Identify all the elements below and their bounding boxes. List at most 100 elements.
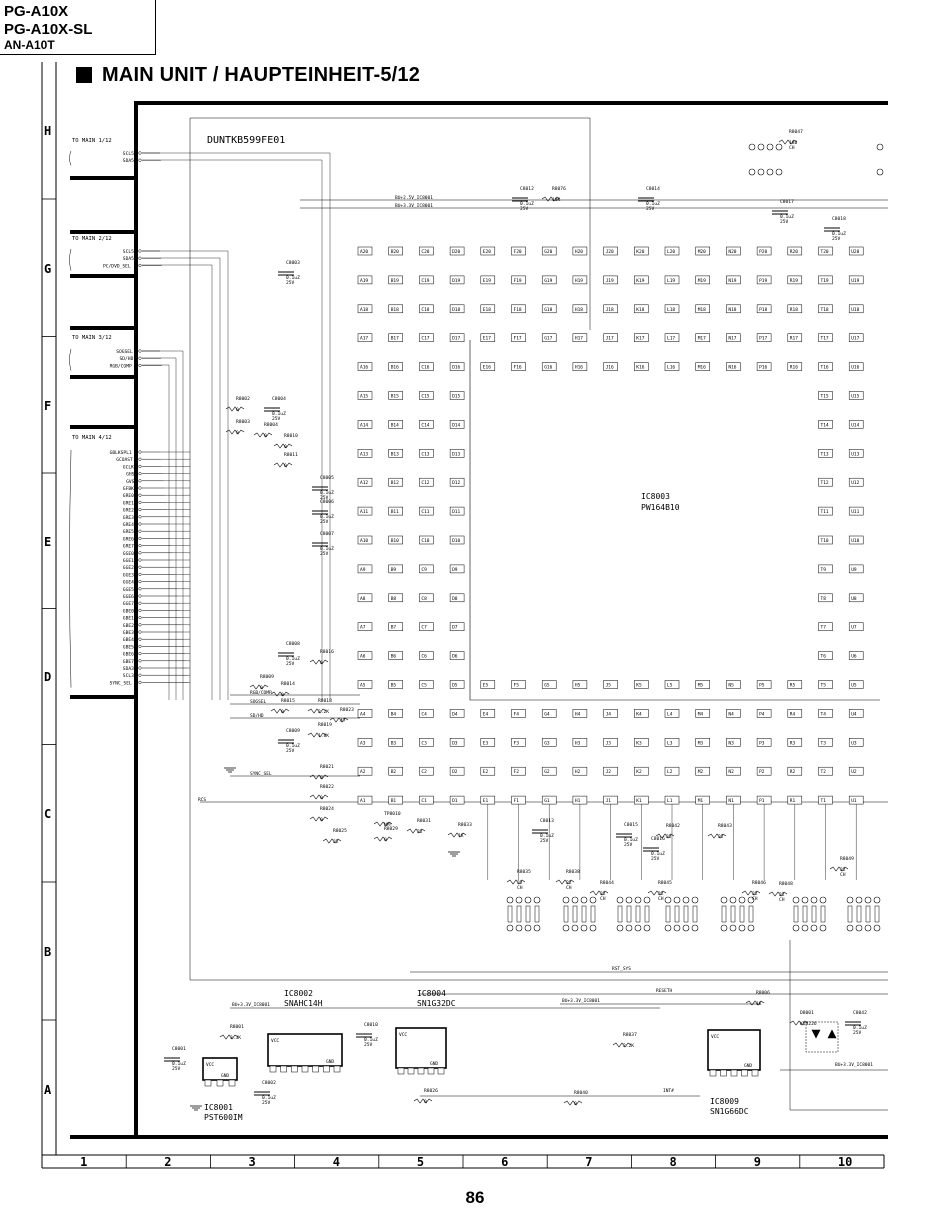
resistor-array-element <box>721 905 727 923</box>
bga-pad-label: D11 <box>452 509 460 515</box>
bga-pad <box>357 362 373 371</box>
bga-pad <box>357 738 373 747</box>
resistor-array-pin <box>589 896 597 904</box>
bga-pad-label: K1 <box>636 798 642 804</box>
grid-row-label: F <box>44 399 51 413</box>
bga-pad <box>634 795 649 805</box>
bga-pad-label: T6 <box>821 654 827 660</box>
rail-label: BU+2.5V_IC8001 <box>395 195 433 201</box>
resistor-array-pin <box>533 924 541 932</box>
rail-label: INT# <box>663 1088 674 1094</box>
bga-pad-label: F1 <box>514 798 520 804</box>
resistor-array-pin <box>515 924 523 932</box>
component-value: 10K <box>552 197 561 203</box>
resistor-symbol <box>555 879 575 885</box>
component-ref: R8011 <box>284 452 298 458</box>
component-value: 0 <box>574 1101 577 1107</box>
connector-title: TO MAIN 1/12 <box>72 138 112 144</box>
component-ref: C8013 <box>540 818 554 824</box>
component-ref: R8045 <box>658 880 672 886</box>
bga-pad <box>357 333 373 342</box>
bga-pad-label: K18 <box>636 307 644 313</box>
component-ref: R8038 <box>566 869 580 875</box>
bga-pad-label: D2 <box>452 769 458 775</box>
resistor-array-element <box>820 905 826 923</box>
bga-pad-label: C14 <box>421 422 429 428</box>
resistor-array-pin <box>766 143 774 151</box>
bga-pad-label: G2 <box>544 769 550 775</box>
component-value: CH <box>600 896 606 902</box>
resistor-symbol <box>406 828 426 834</box>
bga-pad-label: H4 <box>575 711 581 717</box>
ground-icon <box>224 767 236 773</box>
bga-pad <box>357 622 373 631</box>
component-value: 25V <box>832 236 841 242</box>
bga-pad <box>787 304 803 314</box>
connector-brace <box>69 348 72 371</box>
resistor-symbol <box>829 866 849 872</box>
bga-pad-label: A14 <box>360 422 368 428</box>
resistor-array-pin <box>801 896 809 904</box>
connector-signal-label: GRE1 <box>123 500 134 506</box>
ic-inner-boundary <box>469 340 880 701</box>
component-ref: R8043 <box>718 823 732 829</box>
ic-part: PST600IM <box>204 1113 243 1122</box>
resistor-array-pin <box>562 896 570 904</box>
resistor-array-pin <box>720 924 728 932</box>
resistor-array-pin <box>748 143 756 151</box>
bga-pad-label: A10 <box>360 538 368 544</box>
bga-pad-label: P2 <box>759 769 765 775</box>
title-row: MAIN UNIT / HAUPTEINHEIT-5/12 <box>76 62 420 88</box>
bga-pad <box>818 564 833 574</box>
resistor-symbol <box>309 659 329 665</box>
resistor-symbol <box>745 1000 765 1006</box>
component-ref: R8018 <box>318 698 332 704</box>
bga-pad <box>787 246 803 256</box>
component-ref: R8004 <box>264 422 278 428</box>
bga-pad-label: C18 <box>421 307 429 313</box>
bga-pad-label: C16 <box>421 365 429 371</box>
signal-wire <box>142 364 170 700</box>
bga-pad <box>726 275 741 285</box>
component-ref: C8012 <box>520 186 534 192</box>
component-value: 25V <box>520 206 529 212</box>
bga-pad <box>695 333 710 342</box>
resistor-symbol <box>589 890 609 896</box>
connector-brace <box>69 150 72 166</box>
bga-pad-label: B6 <box>391 654 397 660</box>
resistor-symbol <box>373 836 393 842</box>
bga-pad-label: U14 <box>851 422 859 428</box>
bga-pad <box>480 738 496 747</box>
bga-pad <box>818 275 833 285</box>
bga-pad-label: U17 <box>851 336 859 342</box>
component-ref: R8015 <box>281 698 295 704</box>
ic-pin-name: VCC <box>399 1032 407 1038</box>
ic-pin-box <box>228 1079 236 1087</box>
component-ref: C8002 <box>262 1080 276 1086</box>
bga-pad-label: B20 <box>391 249 399 255</box>
bga-pad <box>818 766 833 776</box>
component-value: CH <box>658 896 664 902</box>
bga-pad-label: G19 <box>544 278 552 284</box>
bga-pad <box>419 420 434 429</box>
resistor-array-pin <box>691 896 699 904</box>
bga-pad <box>388 709 403 718</box>
connector-pin <box>138 630 142 634</box>
ic-pin-name: GND <box>744 1063 752 1069</box>
bga-pad <box>664 275 680 285</box>
resistor-array-pin <box>589 924 597 932</box>
bga-pad-label: U7 <box>851 625 857 631</box>
component-value: CH <box>789 145 795 151</box>
bga-pad-label: K19 <box>636 278 644 284</box>
resistor-array-pin <box>682 896 690 904</box>
bga-pad-label: H2 <box>575 769 581 775</box>
bga-pad <box>388 477 403 487</box>
component-ref: R8035 <box>517 869 531 875</box>
bga-pad-label: A4 <box>360 711 366 717</box>
bga-pad <box>357 709 373 718</box>
rail-label: BU+3.3V_IC8001 <box>835 1062 873 1068</box>
connector-signal-label: GBE4 <box>123 637 134 643</box>
bga-pad-label: T13 <box>821 451 829 457</box>
connector-signal-label: GGE4 <box>123 580 134 586</box>
component-value: 0.1uZ <box>286 275 300 281</box>
